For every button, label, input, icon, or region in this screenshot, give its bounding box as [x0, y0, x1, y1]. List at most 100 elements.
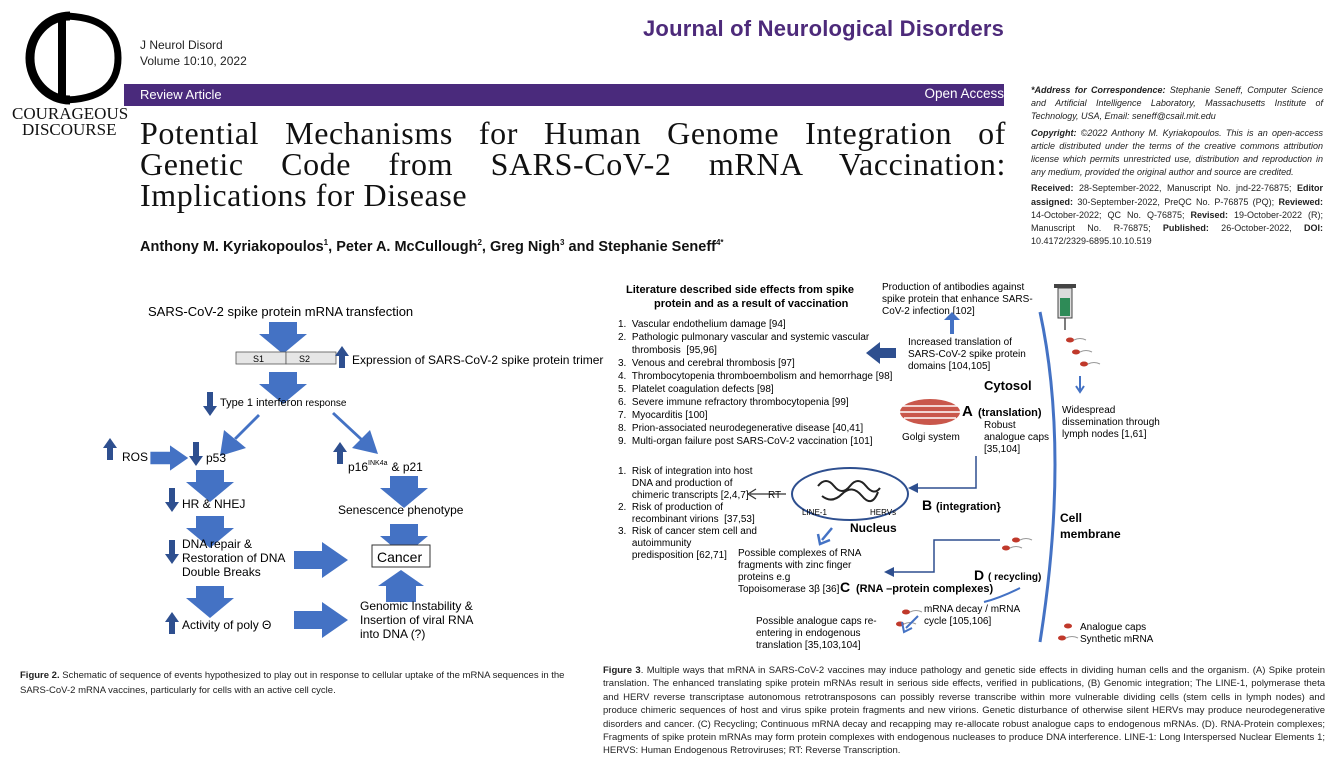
fig2-interferon: Type 1 interferon response: [220, 397, 347, 409]
fig2-interferon-bold: Type 1 interferon: [220, 397, 303, 409]
fig3-lit-item: 4. Thrombocytopenia thromboembolism and …: [618, 371, 893, 382]
fig3-risk-item: DNA and production of: [618, 478, 733, 489]
journal-title: Journal of Neurological Disorders: [643, 16, 1005, 41]
fig2-arrow-left: [220, 414, 260, 456]
fig2-s2: S2: [299, 354, 310, 364]
fig2-arrow: [294, 602, 348, 638]
fig3-cytosol: Cytosol: [984, 378, 1032, 393]
fig3-c-label: (RNA –protein complexes): [856, 583, 993, 595]
fig2-repair-2: Restoration of DNA: [182, 551, 285, 565]
fig3-legend-mrna: Synthetic mRNA: [1080, 634, 1154, 645]
article-dates: Received: 28-September-2022, Manuscript …: [1031, 182, 1323, 248]
fig3-complexes-3: proteins e.g: [738, 572, 790, 583]
fig2-senescence: Senescence phenotype: [338, 503, 464, 517]
fig2-hr: HR & NHEJ: [182, 497, 245, 511]
fig3-line1: LINE-1: [802, 508, 827, 517]
fig3-arrow-down: [1075, 376, 1085, 394]
fig2-poly: Activity of poly Θ: [182, 618, 271, 632]
fig2-p21: & p21: [392, 460, 424, 474]
syringe-icon: [1054, 284, 1076, 330]
fig3-widespread-3: lymph nodes [1,61]: [1062, 429, 1147, 440]
fig3-lit-item: 9. Multi-organ failure post SARS-CoV-2 v…: [618, 436, 873, 447]
fig3-increased-3: domains [104,105]: [908, 361, 991, 372]
fig2-up-arrow-icon: [333, 442, 347, 464]
paper-title: Potential Mechanisms for Human Genome In…: [140, 115, 1006, 213]
fig3-risk-item: recombinant virions [37,53]: [618, 514, 755, 525]
date-label: Received:: [1031, 183, 1074, 194]
fig3-c-letter: C: [840, 579, 850, 595]
copyright-label: Copyright:: [1031, 127, 1077, 138]
fig2-genomic-1: Genomic Instability &: [360, 599, 473, 613]
fig2-repair-3: Double Breaks: [182, 565, 261, 579]
date-label: Published:: [1162, 223, 1209, 234]
journal-volume: Volume 10:10, 2022: [140, 54, 247, 68]
date-text: 19-October-2022 (R); Manuscript No. R-76…: [1031, 209, 1323, 234]
fig3-robust-3: [35,104]: [984, 444, 1020, 455]
fig2-up-arrow-icon: [103, 438, 117, 460]
fig3-legend-caps: Analogue caps: [1080, 622, 1146, 633]
author-separator: ,: [481, 238, 490, 255]
fig3-d-label: ( recycling): [988, 572, 1041, 583]
fig3-lit-item: thrombosis [95,96]: [618, 345, 717, 356]
fig3-robust-2: analogue caps: [984, 432, 1049, 443]
fig2-arrow-right: [332, 412, 378, 454]
fig3-antibodies-3: CoV-2 infection [102]: [882, 306, 975, 317]
date-text: 26-October-2022,: [1208, 223, 1305, 234]
cd-logo-mark: [25, 11, 122, 105]
author-affiliation: 1: [323, 238, 329, 247]
fig2-s1: S1: [253, 354, 264, 364]
doi-link[interactable]: 10.4172/2329-6895.10.10.519: [1031, 236, 1152, 247]
fig2-p53: p53: [206, 451, 226, 465]
caption-text: . Multiple ways that mRNA in SARS-CoV-2 …: [603, 665, 1325, 757]
fig3-rt: RT: [768, 490, 781, 501]
fig3-golgi: Golgi system: [902, 432, 960, 443]
figure-3-caption: Figure 3. Multiple ways that mRNA in SAR…: [603, 664, 1325, 758]
fig3-cell: Cell: [1060, 511, 1082, 525]
dna-strand-icon: [817, 480, 881, 503]
fig3-risk-item: autoimmunity: [618, 538, 691, 549]
fig3-complexes-1: Possible complexes of RNA: [738, 548, 862, 559]
fig2-p16-sup: INK4a: [368, 460, 388, 467]
author-name: Stephanie Seneff: [598, 238, 716, 255]
fig3-risk-item: 1. Risk of integration into host: [618, 466, 753, 477]
logo-line-2: DISCOURSE: [22, 120, 117, 139]
fig3-lit-item: 2. Pathologic pulmonary vascular and sys…: [618, 332, 870, 343]
fig3-lit-item: 8. Prion-associated neurodegenerative di…: [618, 423, 863, 434]
fig3-arrow-head: [908, 483, 918, 493]
fig3-increased-2: SARS-CoV-2 spike protein: [908, 349, 1026, 360]
fig3-widespread-1: Widespread: [1062, 405, 1115, 416]
logo-line-1: COURAGEOUS: [12, 104, 129, 123]
fig3-arrow-diag: [901, 615, 919, 634]
fig2-repair-1: DNA repair &: [182, 537, 252, 551]
fig3-lit-item: 5. Platelet coagulation defects [98]: [618, 384, 774, 395]
fig3-robust-1: Robust: [984, 420, 1016, 431]
fig2-arrow: [186, 586, 234, 618]
fig2-p16-text: p16: [348, 460, 368, 474]
journal-abbrev: J Neurol Disord: [140, 38, 223, 52]
correspondence-text: Stephanie Seneff, Computer Science and A…: [1031, 85, 1324, 122]
fig2-cancer: Cancer: [377, 549, 422, 565]
fig3-decay-1: mRNA decay / mRNA: [924, 604, 1020, 615]
fig2-down-arrow-icon: [165, 540, 179, 564]
open-access-label: Open Access: [924, 86, 1004, 101]
author-separator: and: [564, 238, 599, 255]
fig3-arrow-left: [866, 342, 896, 364]
figure-3-diagram: Literature described side effects from s…: [618, 282, 1160, 651]
fig3-lit-title-1: Literature described side effects from s…: [626, 284, 854, 296]
correspondence-label: *Address for Correspondence:: [1031, 85, 1166, 95]
fig3-b-label: (integration}: [936, 501, 1001, 513]
fig3-reenter-3: translation [35,103,104]: [756, 640, 861, 651]
fig3-lit-item: 7. Myocarditis [100]: [618, 410, 708, 421]
author-name: Peter A. McCullough: [336, 238, 478, 255]
author-affiliation: 2: [477, 238, 482, 247]
fig3-risk-item: 3. Risk of cancer stem cell and: [618, 526, 757, 537]
analogue-cap-legend-icon: [1064, 623, 1072, 629]
synthetic-mrna-legend-tail: [1065, 636, 1079, 639]
correspondence: *Address for Correspondence: Stephanie S…: [1031, 84, 1323, 124]
article-sidebar: *Address for Correspondence: Stephanie S…: [1031, 84, 1323, 251]
copyright: Copyright: ©2022 Anthony M. Kyriakopoulo…: [1031, 127, 1323, 180]
author-list: Anthony M. Kyriakopoulos1, Peter A. McCu…: [140, 238, 724, 255]
fig2-ros: ROS: [122, 450, 148, 464]
figure-2-caption: Figure 2. Schematic of sequence of event…: [20, 668, 592, 698]
fig2-arrow-up: [378, 570, 424, 602]
